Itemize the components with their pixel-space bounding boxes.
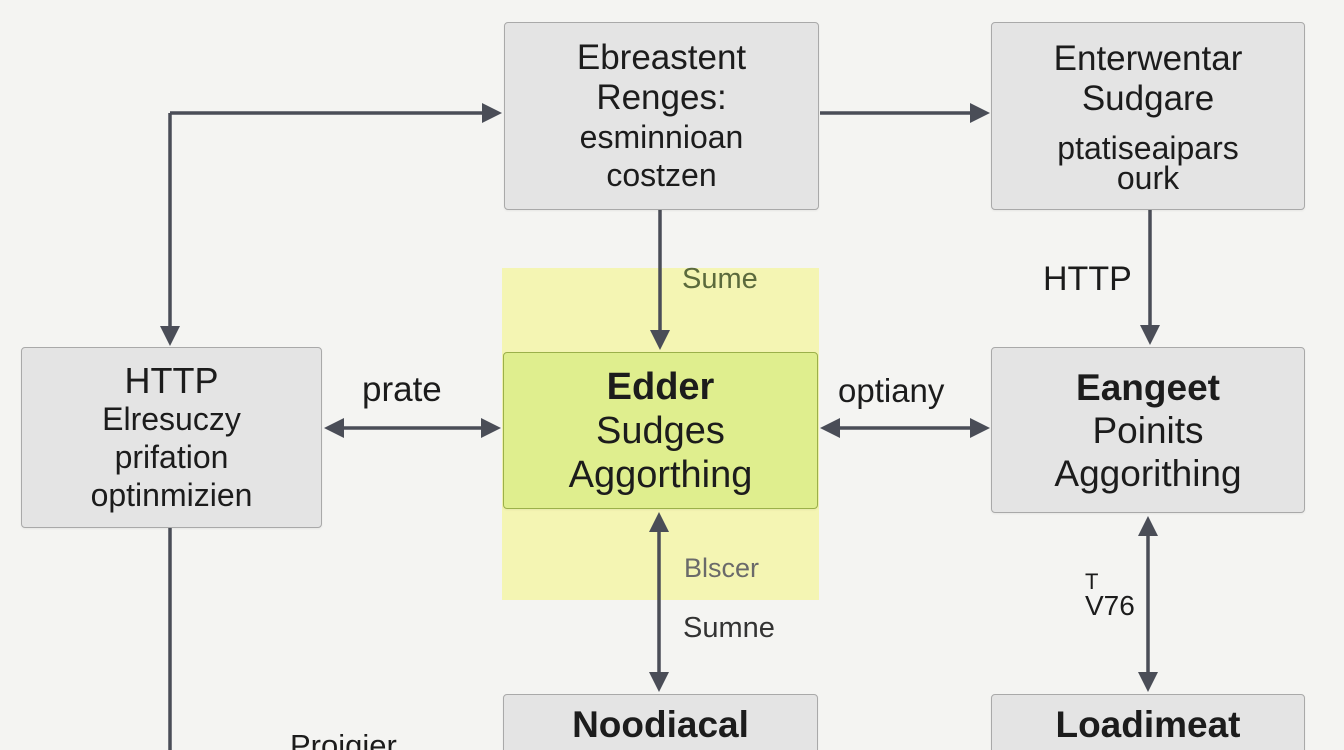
- node-center-line-1: Edder: [606, 365, 715, 408]
- node-middle-left: HTTP Elresuczy prifation optinmizien: [21, 347, 322, 528]
- node-bottom-right-line-1: Loadimeat: [1055, 704, 1241, 745]
- node-center-line-2: Sudges: [596, 409, 725, 452]
- node-middle-right: Eangeet Poinits Aggorithing: [991, 347, 1305, 513]
- node-middle-left-line-3: prifation: [114, 438, 229, 475]
- node-top-center-line-2: Renges:: [596, 78, 727, 117]
- edge-label-right-down-top: T: [1085, 569, 1099, 594]
- arrowhead-center-in-top: [650, 330, 670, 350]
- arrowhead-center-right-left: [820, 418, 840, 438]
- node-top-right: Enterwentar Sudgare ptatiseaipars ourk: [991, 22, 1305, 210]
- edge-label-top-center-down: Sume: [682, 263, 758, 295]
- arrowhead-left-center-left: [324, 418, 344, 438]
- arrowhead-center-right-right: [970, 418, 990, 438]
- arrowhead-top-right-in: [970, 103, 990, 123]
- edge-label-right-down: T V76: [1085, 569, 1135, 621]
- arrowhead-center-bottom-up: [649, 512, 669, 532]
- node-middle-left-line-4: optinmizien: [90, 476, 253, 513]
- arrowhead-top-center-in: [482, 103, 502, 123]
- edge-label-left-center: prate: [362, 370, 442, 409]
- node-top-right-line-2: Sudgare: [1081, 79, 1215, 118]
- node-bottom-center: Noodiacal: [503, 694, 818, 750]
- edge-label-center-down-lower: Sumne: [683, 612, 775, 644]
- node-top-center-line-1: Ebreastent: [576, 38, 747, 77]
- edge-label-center-right: optiany: [838, 372, 945, 409]
- arrowhead-left-down: [160, 326, 180, 346]
- edge-label-center-down-upper: Blscer: [684, 553, 760, 583]
- node-bottom-right: Loadimeat: [991, 694, 1305, 750]
- node-middle-left-line-2: Elresuczy: [102, 400, 241, 437]
- arrowhead-left-center-right: [481, 418, 501, 438]
- node-center: Edder Sudges Aggorthing: [503, 352, 818, 509]
- edge-label-right-down-bottom: V76: [1085, 590, 1135, 621]
- node-top-center-line-4: costzen: [606, 157, 717, 193]
- node-center-line-3: Aggorthing: [568, 453, 753, 496]
- arrowhead-right-bottom-up: [1138, 516, 1158, 536]
- node-top-right-line-4: ourk: [1116, 160, 1180, 196]
- node-top-center-line-3: esminnioan: [579, 119, 744, 155]
- arrowhead-center-bottom-down: [649, 672, 669, 692]
- edge-label-top-right-down: HTTP: [1043, 260, 1132, 298]
- node-top-center: Ebreastent Renges: esminnioan costzen: [504, 22, 819, 210]
- edge-label-bottom-left: Projgier: [290, 728, 397, 750]
- node-bottom-center-line-1: Noodiacal: [572, 704, 749, 745]
- node-middle-right-line-3: Aggorithing: [1054, 452, 1242, 494]
- node-middle-right-line-1: Eangeet: [1076, 366, 1220, 408]
- arrowhead-middle-right-in-top: [1140, 325, 1160, 345]
- node-middle-right-line-2: Poinits: [1092, 409, 1204, 451]
- node-middle-left-line-1: HTTP: [124, 359, 219, 401]
- arrowhead-right-bottom-down: [1138, 672, 1158, 692]
- node-top-right-line-3: ptatiseaipars: [1057, 130, 1239, 166]
- node-top-right-line-1: Enterwentar: [1053, 39, 1243, 78]
